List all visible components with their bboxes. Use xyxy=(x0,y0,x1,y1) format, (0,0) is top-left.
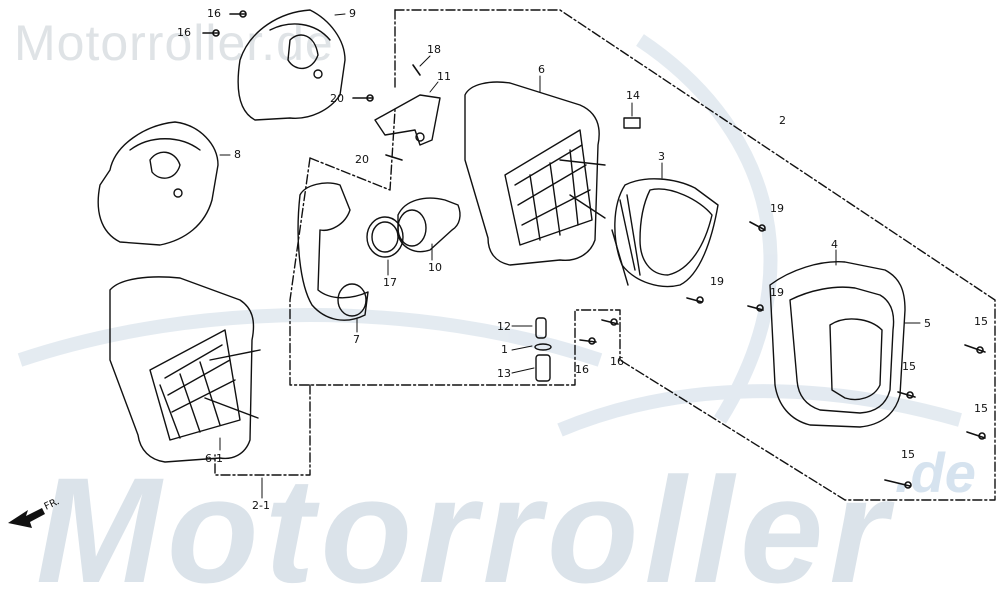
callout-19: 19 xyxy=(770,202,784,215)
callout-19: 19 xyxy=(770,286,784,299)
front-direction-arrow xyxy=(8,508,45,528)
joint-part-10 xyxy=(397,197,461,253)
drain-plug-parts xyxy=(534,317,552,382)
air-case-part-6 xyxy=(464,81,606,266)
callout-2: 2 xyxy=(779,114,786,127)
direction-label: FR. xyxy=(43,496,62,513)
screws xyxy=(202,10,986,489)
watermark-top: Motorroller.de xyxy=(14,15,334,71)
leader-lines xyxy=(219,13,921,499)
callout-16: 16 xyxy=(575,363,589,376)
callout-1: 1 xyxy=(501,343,508,356)
label-part-14 xyxy=(623,117,641,129)
callout-15: 15 xyxy=(974,315,988,328)
callout-16: 16 xyxy=(610,355,624,368)
callout-6-1: 6-1 xyxy=(205,452,223,465)
cover-part-9 xyxy=(237,9,346,121)
callout-10: 10 xyxy=(428,261,442,274)
callout-18: 18 xyxy=(427,43,441,56)
callout-17: 17 xyxy=(383,276,397,289)
callout-6: 6 xyxy=(538,63,545,76)
air-case-part-6-1 xyxy=(109,276,261,463)
callout-13: 13 xyxy=(497,367,511,380)
callout-16: 16 xyxy=(207,7,221,20)
filter-cover-part-4-5 xyxy=(769,261,906,428)
callout-9: 9 xyxy=(349,7,356,20)
callout-labels: 16 16 9 18 11 20 20 8 6 14 2 3 17 10 7 1… xyxy=(43,7,988,513)
callout-3: 3 xyxy=(658,150,665,163)
callout-7: 7 xyxy=(353,333,360,346)
exploded-parts-diagram: Motorroller.de Motorroller .de xyxy=(8,7,996,605)
callout-15: 15 xyxy=(902,360,916,373)
assembly-boundary-2 xyxy=(394,9,996,501)
callout-4: 4 xyxy=(831,238,838,251)
air-filter-part-3 xyxy=(611,178,719,288)
bracket-part-11 xyxy=(374,94,441,146)
callout-5: 5 xyxy=(924,317,931,330)
callout-11: 11 xyxy=(437,70,451,83)
callout-19: 19 xyxy=(710,275,724,288)
callout-14: 14 xyxy=(626,89,640,102)
diagram-canvas: 16 16 9 18 11 20 20 8 6 14 2 3 17 10 7 1… xyxy=(8,7,996,528)
callout-16: 16 xyxy=(177,26,191,39)
cover-part-8 xyxy=(97,121,219,246)
callout-8: 8 xyxy=(234,148,241,161)
intake-duct-part-7 xyxy=(297,182,369,321)
watermark-swoosh xyxy=(17,34,962,437)
watermark-suffix: .de xyxy=(895,441,976,504)
callout-12: 12 xyxy=(497,320,511,333)
assembly-boundary-2-1 xyxy=(214,109,621,476)
callout-15: 15 xyxy=(974,402,988,415)
callout-20: 20 xyxy=(330,92,344,105)
callout-2-1: 2-1 xyxy=(252,499,270,512)
callout-15: 15 xyxy=(901,448,915,461)
callout-20: 20 xyxy=(355,153,369,166)
